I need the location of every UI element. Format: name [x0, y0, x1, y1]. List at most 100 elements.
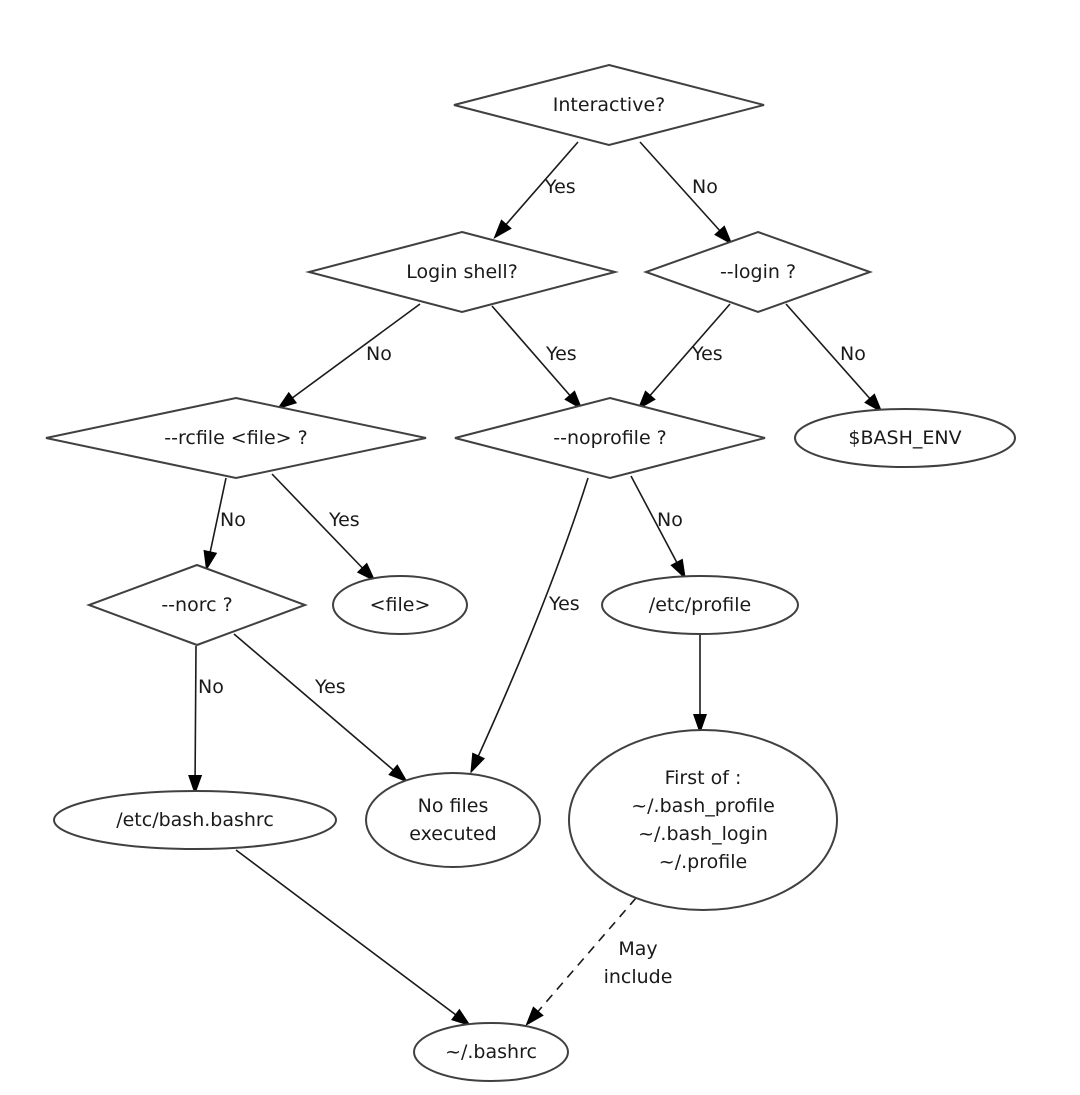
- decision-diamond: [305, 230, 619, 314]
- arrowhead-icon: [276, 391, 298, 410]
- edge-line: [279, 303, 421, 408]
- edge-line: [527, 897, 637, 1024]
- edge-label: Yes: [691, 343, 723, 365]
- arrowhead-icon: [470, 752, 486, 774]
- node-label: No files: [418, 795, 489, 817]
- node-bash-env: $BASH_ENV: [794, 408, 1016, 468]
- edge-label: No: [692, 176, 718, 198]
- edge-line: [639, 141, 731, 243]
- edge-line: [235, 849, 469, 1025]
- arrowhead-icon: [388, 764, 409, 783]
- arrowhead-icon: [564, 390, 583, 411]
- edge-line: [271, 473, 374, 580]
- edge-norc-to-no-files: Yes: [233, 633, 409, 783]
- arrowhead-icon: [864, 393, 883, 413]
- node-label: --norc ?: [161, 594, 232, 616]
- decision-diamond: [453, 63, 765, 147]
- node-label: $BASH_ENV: [848, 427, 961, 449]
- arrowhead-icon: [451, 1008, 472, 1027]
- terminal-ellipse: [601, 575, 799, 635]
- node-noprofile: --noprofile ?: [454, 396, 766, 480]
- edge-interactive-to-login-flag: No: [639, 141, 733, 245]
- node-label: ~/.bash_login: [638, 823, 768, 845]
- edge-first-of-to-bashrc: May include: [525, 897, 673, 1027]
- terminal-ellipse: [413, 1022, 569, 1082]
- edge-label: May: [618, 938, 657, 960]
- node-login-shell: Login shell?: [305, 230, 619, 314]
- terminal-ellipse: [53, 790, 337, 850]
- node-label: Login shell?: [406, 261, 518, 283]
- node-first-of: First of : ~/.bash_profile ~/.bash_login ~/…: [568, 729, 838, 911]
- node-label: /etc/profile: [649, 594, 751, 616]
- node-label: executed: [409, 823, 496, 845]
- edge-line: [194, 645, 197, 792]
- node-etc-bashrc: /etc/bash.bashrc: [53, 790, 337, 850]
- decision-diamond: [45, 396, 427, 480]
- edge-label: No: [840, 343, 866, 365]
- edge-label: No: [220, 509, 246, 531]
- edge-line: [639, 303, 731, 408]
- edge-line: [785, 303, 881, 411]
- arrowhead-icon: [637, 390, 656, 411]
- edge-label: Yes: [545, 343, 577, 365]
- node-login-flag: --login ?: [643, 230, 873, 314]
- terminal-ellipse: [365, 772, 541, 868]
- node-label: ~/.bashrc: [445, 1041, 537, 1063]
- arrowhead-icon: [693, 714, 707, 734]
- edge-noprofile-to-etc-profile: No: [630, 475, 686, 580]
- node-label: --rcfile <file> ?: [164, 427, 307, 449]
- edge-label: No: [366, 343, 392, 365]
- node-label: /etc/bash.bashrc: [116, 809, 274, 831]
- arrowhead-icon: [714, 225, 733, 245]
- edge-line: [491, 305, 581, 408]
- edge-label: include: [604, 966, 673, 988]
- arrowhead-icon: [493, 219, 512, 240]
- edge-label: No: [657, 509, 683, 531]
- node-interactive: Interactive?: [453, 63, 765, 147]
- edge-etc-bashrc-to-bashrc: [235, 849, 472, 1027]
- edge-line: [495, 141, 579, 237]
- edge-label: Yes: [328, 509, 360, 531]
- arrowhead-icon: [356, 562, 376, 582]
- edge-label: Yes: [548, 593, 580, 615]
- node-no-files: No files executed: [365, 772, 541, 868]
- node-label: --login ?: [720, 261, 796, 283]
- arrowhead-icon: [525, 1006, 544, 1027]
- node-label: <file>: [370, 594, 431, 616]
- node-label: ~/.bash_profile: [631, 795, 775, 817]
- node-label: First of :: [665, 767, 742, 789]
- decision-diamond: [454, 396, 766, 480]
- arrowhead-icon: [203, 549, 218, 571]
- edge-noprofile-to-no-files: Yes: [470, 477, 589, 774]
- edge-line: [630, 475, 685, 577]
- terminal-ellipse: [794, 408, 1016, 468]
- edge-login-flag-to-bash-env: No: [785, 303, 883, 413]
- arrowhead-icon: [188, 774, 203, 795]
- node-etc-profile: /etc/profile: [601, 575, 799, 635]
- edge-line: [233, 633, 406, 781]
- edge-label: Yes: [314, 676, 346, 698]
- edge-login-flag-to-noprofile: Yes: [637, 303, 731, 411]
- node-bashrc: ~/.bashrc: [413, 1022, 569, 1082]
- terminal-ellipse: [332, 575, 468, 635]
- node-rcfile: --rcfile <file> ?: [45, 396, 427, 480]
- node-label: Interactive?: [553, 94, 665, 116]
- terminal-ellipse: [568, 729, 838, 911]
- edge-label: Yes: [544, 176, 576, 198]
- edge-login-shell-to-noprofile: Yes: [491, 305, 583, 411]
- edge-line: [471, 477, 589, 771]
- node-file: <file>: [332, 575, 468, 635]
- node-label: ~/.profile: [659, 851, 747, 873]
- nodes-layer: Interactive? Login shell? --login ? --rcfil…: [45, 63, 1016, 1082]
- edge-rcfile-to-file: Yes: [271, 473, 376, 582]
- edge-rcfile-to-norc: No: [203, 477, 246, 571]
- edge-login-shell-to-rcfile: No: [276, 303, 421, 410]
- edge-norc-to-etc-bashrc: No: [188, 645, 224, 795]
- edge-etc-profile-to-first-of: [693, 634, 707, 734]
- decision-diamond: [643, 230, 873, 314]
- decision-diamond: [86, 563, 308, 647]
- arrowhead-icon: [670, 558, 686, 580]
- node-label: --noprofile ?: [553, 427, 667, 449]
